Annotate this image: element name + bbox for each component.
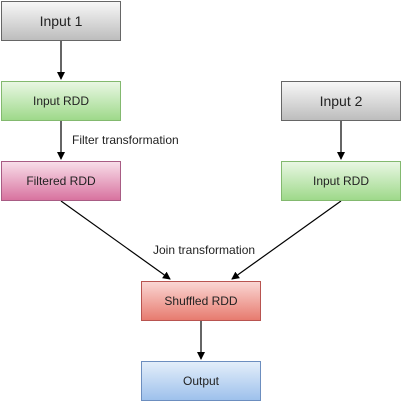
input-rdd-left-label: Input RDD bbox=[32, 94, 90, 108]
filtered-rdd-label: Filtered RDD bbox=[26, 174, 96, 188]
filtered-rdd-node: Filtered RDD bbox=[1, 161, 121, 201]
input-rdd-right-label: Input RDD bbox=[312, 174, 370, 188]
arrow-input-rdd-to-shuffled-rdd bbox=[231, 200, 342, 280]
input2-label: Input 2 bbox=[319, 93, 363, 109]
input-rdd-right-node: Input RDD bbox=[281, 161, 401, 201]
input2-node: Input 2 bbox=[281, 81, 401, 121]
shuffled-rdd-label: Shuffled RDD bbox=[164, 294, 238, 308]
arrow-filtered-rdd-to-shuffled-rdd bbox=[60, 200, 171, 280]
join-transformation-label: Join transformation bbox=[153, 243, 256, 257]
output-label: Output bbox=[182, 374, 220, 388]
filter-transformation-label: Filter transformation bbox=[72, 133, 179, 147]
input1-node: Input 1 bbox=[1, 1, 121, 41]
output-node: Output bbox=[141, 361, 261, 401]
input-rdd-left-node: Input RDD bbox=[1, 81, 121, 121]
shuffled-rdd-node: Shuffled RDD bbox=[141, 281, 261, 321]
input1-label: Input 1 bbox=[39, 13, 83, 29]
